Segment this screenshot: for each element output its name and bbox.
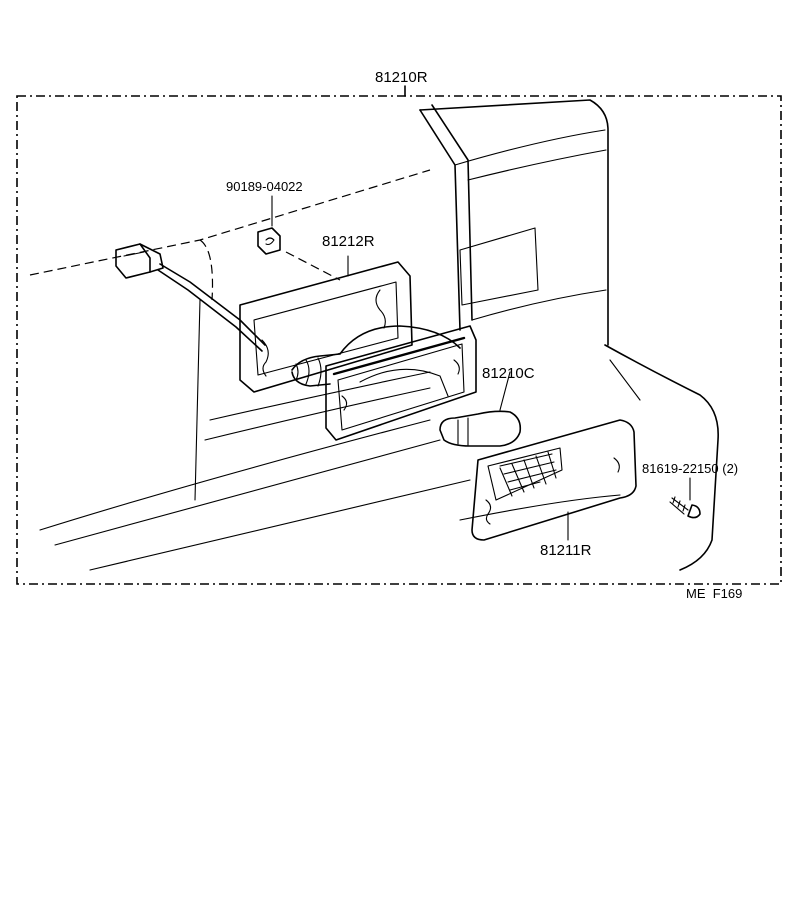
label-screw: 81619-22150 (2)	[642, 461, 738, 476]
label-lens: 81211R	[540, 542, 592, 559]
lens	[471, 419, 637, 541]
label-bulb: 81210C	[482, 365, 535, 382]
connector-harness	[115, 243, 266, 352]
assembly-frame	[16, 85, 782, 585]
lamp-housing	[291, 325, 461, 387]
bulb	[439, 371, 522, 447]
figure-code: ME F169	[686, 586, 742, 601]
lamp-frame	[325, 325, 477, 441]
gasket	[239, 255, 413, 393]
vehicle-body	[29, 99, 719, 571]
clip	[257, 195, 341, 281]
screw	[669, 477, 701, 519]
label-assembly: 81210R	[375, 69, 428, 86]
label-gasket: 81212R	[322, 233, 375, 250]
label-clip: 90189-04022	[226, 179, 303, 194]
